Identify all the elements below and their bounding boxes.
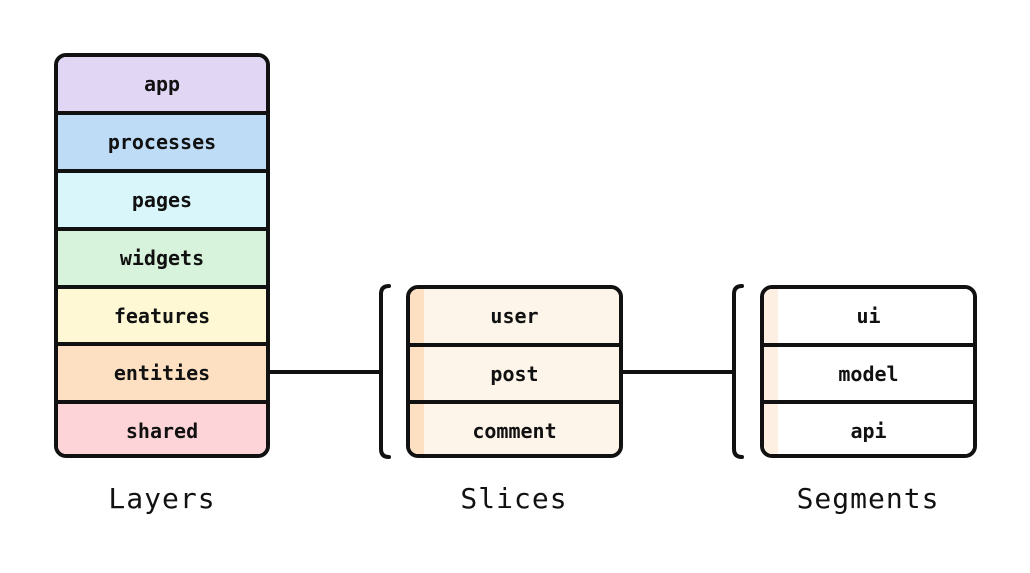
segment-label: api bbox=[850, 419, 887, 444]
segment-ui: ui bbox=[764, 289, 973, 343]
slice-post: post bbox=[410, 342, 619, 401]
segments-bracket bbox=[732, 284, 744, 459]
layer-pages: pages bbox=[58, 168, 266, 227]
layer-processes: processes bbox=[58, 110, 266, 169]
segment-label: model bbox=[838, 361, 899, 386]
slice-label: comment bbox=[472, 419, 557, 444]
segments-caption: Segments bbox=[796, 482, 940, 515]
slice-label: post bbox=[490, 361, 539, 386]
segment-stripe bbox=[764, 346, 778, 401]
slice-label: user bbox=[490, 303, 539, 328]
slices-stack: user post comment bbox=[406, 285, 623, 458]
slice-user: user bbox=[410, 289, 619, 343]
segment-model: model bbox=[764, 342, 973, 401]
segment-stripe bbox=[764, 289, 778, 343]
layer-label: features bbox=[113, 303, 211, 328]
slices-caption: Slices bbox=[460, 482, 568, 515]
slice-comment: comment bbox=[410, 400, 619, 454]
segment-label: ui bbox=[856, 303, 881, 328]
segment-stripe bbox=[764, 404, 778, 454]
slice-stripe bbox=[410, 346, 424, 401]
layer-label: processes bbox=[107, 129, 217, 154]
layers-caption: Layers bbox=[108, 482, 216, 515]
layer-label: shared bbox=[125, 419, 199, 444]
layer-entities: entities bbox=[58, 342, 266, 401]
layer-label: app bbox=[143, 71, 181, 96]
layer-label: pages bbox=[131, 187, 193, 212]
layers-stack: app processes pages widgets features ent… bbox=[54, 53, 270, 458]
slices-bracket bbox=[379, 284, 391, 459]
layer-label: entities bbox=[113, 361, 211, 386]
segment-api: api bbox=[764, 400, 973, 454]
segments-stack: ui model api bbox=[760, 285, 977, 458]
layer-app: app bbox=[58, 57, 266, 111]
layer-shared: shared bbox=[58, 400, 266, 454]
layer-features: features bbox=[58, 284, 266, 343]
layer-label: widgets bbox=[119, 245, 205, 270]
layer-widgets: widgets bbox=[58, 226, 266, 285]
slice-stripe bbox=[410, 404, 424, 454]
slice-stripe bbox=[410, 289, 424, 343]
